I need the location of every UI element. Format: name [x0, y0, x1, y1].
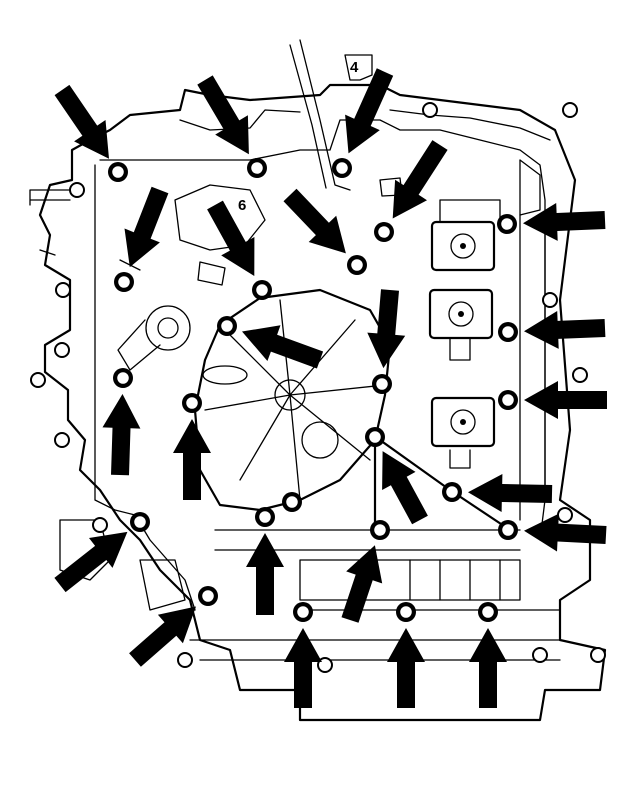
bolt	[198, 586, 218, 606]
bolt	[347, 255, 367, 275]
bolt	[396, 602, 416, 622]
arrow	[469, 628, 507, 708]
arrow	[341, 545, 383, 623]
arrow	[367, 289, 406, 369]
arrow	[523, 203, 606, 241]
arrow	[392, 140, 448, 219]
bolt-group	[108, 158, 518, 622]
bolt	[370, 520, 390, 540]
bolt	[247, 158, 267, 178]
arrow	[387, 628, 425, 708]
bolt	[108, 162, 128, 182]
bolt	[113, 368, 133, 388]
bolt	[182, 393, 202, 413]
arrow	[54, 84, 109, 159]
solenoid-lower	[430, 396, 496, 469]
arrow	[284, 628, 322, 708]
solenoid-upper	[430, 199, 501, 272]
manual-shaft-lever: 6 4	[117, 59, 359, 371]
solenoid-middle	[428, 288, 494, 361]
bolt	[365, 427, 385, 447]
bolt	[442, 482, 462, 502]
bolt	[498, 520, 518, 540]
transmission-case-outline	[29, 39, 607, 722]
bolt	[478, 602, 498, 622]
bolt	[252, 280, 272, 300]
bolt	[374, 222, 394, 242]
bolt	[372, 374, 392, 394]
arrow	[345, 68, 394, 154]
bolt	[498, 390, 518, 410]
arrow	[129, 606, 196, 667]
bolt	[497, 214, 517, 234]
arrow	[283, 188, 346, 254]
bolt	[282, 492, 302, 512]
arrow	[197, 75, 249, 155]
arrow	[173, 419, 211, 500]
arrow-group	[54, 68, 607, 708]
cover-digit-label: 6	[238, 197, 246, 214]
arrow	[242, 325, 324, 369]
arrow	[524, 381, 607, 419]
arrow	[468, 474, 553, 512]
arrow	[524, 311, 606, 349]
arrow	[124, 186, 169, 268]
arrow	[524, 513, 607, 552]
arrow	[207, 200, 255, 276]
arrow	[246, 533, 284, 615]
bolt	[498, 322, 518, 342]
top-tag-label: 4	[350, 59, 359, 76]
bolt	[130, 512, 150, 532]
bolt	[293, 602, 313, 622]
arrow	[382, 451, 428, 525]
arrow	[54, 531, 128, 593]
bolt	[114, 272, 134, 292]
bolt	[217, 316, 237, 336]
arrow	[102, 394, 141, 476]
bolt	[332, 158, 352, 178]
case-holes	[30, 102, 606, 673]
bolt	[255, 507, 275, 527]
